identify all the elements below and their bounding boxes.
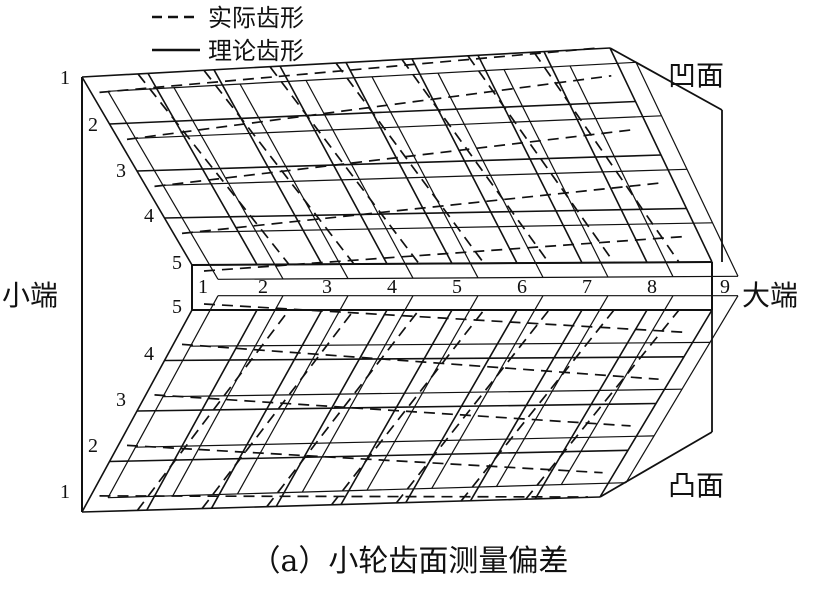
grid-column-line xyxy=(147,73,258,265)
convex-label: 凸面 xyxy=(668,469,724,502)
grid-column-line xyxy=(275,309,388,507)
grid-column-line xyxy=(477,54,583,264)
large-end-label: 大端 xyxy=(742,279,798,312)
grid-column-depth-line xyxy=(625,295,739,484)
concave-surface-grid xyxy=(81,47,739,280)
tip-edge-top xyxy=(191,261,713,266)
actual-profile-column xyxy=(330,309,485,506)
top-height-tick: 1 xyxy=(60,67,70,89)
grid-column-line xyxy=(599,309,713,498)
actual-profile-row xyxy=(154,128,637,188)
grid-column-line xyxy=(213,69,323,265)
grid-column-depth-line xyxy=(569,65,674,277)
top-large-depth-edge xyxy=(609,47,723,111)
figure-caption: （a）小轮齿面测量偏差 xyxy=(250,544,569,579)
grid-column-depth-line xyxy=(366,295,479,491)
top-height-tick: 4 xyxy=(144,205,154,227)
length-tick: 3 xyxy=(322,276,332,298)
legend-theory-label: 理论齿形 xyxy=(208,37,304,65)
grid-column-line xyxy=(340,309,453,505)
length-tick: 5 xyxy=(452,276,462,298)
actual-profile-column xyxy=(136,309,290,512)
bottom-height-tick: 1 xyxy=(60,481,70,503)
grid-column-line xyxy=(81,309,193,513)
length-tick: 8 xyxy=(647,276,657,298)
grid-column-depth-line xyxy=(305,80,414,279)
actual-profile-column xyxy=(137,73,290,266)
bottom-large-depth-edge xyxy=(599,431,713,498)
actual-profile-column xyxy=(269,66,420,265)
grid-column-line xyxy=(405,309,518,504)
actual-profile-column xyxy=(266,309,420,508)
convex-surface-grid xyxy=(81,295,739,513)
actual-profile-row xyxy=(99,47,599,94)
actual-profile-row xyxy=(181,343,659,381)
legend: 实际齿形 理论齿形 xyxy=(152,4,304,65)
grid-column-depth-line xyxy=(239,83,349,279)
length-tick: 6 xyxy=(517,276,527,298)
grid-column-line xyxy=(146,309,258,511)
actual-profile-column xyxy=(335,62,485,264)
grid-column-depth-line xyxy=(437,72,544,278)
grid-column-depth-line xyxy=(560,295,674,485)
legend-actual-label: 实际齿形 xyxy=(208,4,304,32)
bottom-height-tick: 2 xyxy=(88,435,98,457)
actual-profile-column xyxy=(533,52,680,263)
small-end-label: 小端 xyxy=(2,279,58,312)
top-height-tick-labels: 1 2 3 4 5 xyxy=(60,67,182,274)
grid-column-line xyxy=(210,309,323,509)
concave-label: 凹面 xyxy=(668,59,724,92)
grid-column-line xyxy=(543,51,648,263)
grid-column-depth-line xyxy=(173,87,284,280)
grid-column-line xyxy=(534,309,648,500)
tooth-outline xyxy=(81,47,723,512)
grid-column-depth-line xyxy=(172,295,284,497)
grid-column-depth-line xyxy=(635,62,739,277)
actual-profile-column xyxy=(467,55,615,264)
grid-column-line xyxy=(609,47,713,263)
bottom-height-tick: 5 xyxy=(172,296,182,318)
grid-column-depth-line xyxy=(371,76,479,279)
actual-profile-column xyxy=(525,309,680,500)
bottom-height-tick: 3 xyxy=(116,389,126,411)
actual-profile-column xyxy=(401,59,550,264)
grid-column-depth-line xyxy=(107,295,219,498)
length-tick-labels: 1 2 3 4 5 6 7 8 9 xyxy=(198,276,730,298)
actual-profile-column xyxy=(201,309,355,510)
actual-profile-row xyxy=(203,235,688,272)
actual-profile-row xyxy=(154,394,631,427)
grid-column-line xyxy=(411,58,518,264)
grid-column-line xyxy=(469,309,583,502)
grid-column-line xyxy=(345,62,453,264)
top-height-tick: 2 xyxy=(88,114,98,136)
grid-column-depth-line xyxy=(301,295,414,493)
length-tick: 1 xyxy=(198,276,208,298)
actual-profile-column xyxy=(395,309,550,504)
length-tick: 9 xyxy=(720,276,730,298)
length-tick: 7 xyxy=(582,276,592,298)
actual-profile-row xyxy=(99,495,589,498)
length-tick: 2 xyxy=(258,276,268,298)
top-height-tick: 3 xyxy=(116,160,126,182)
top-height-tick: 5 xyxy=(172,252,182,274)
actual-profile-row xyxy=(181,181,663,235)
grid-column-line xyxy=(81,76,193,266)
grid-column-depth-line xyxy=(431,295,544,489)
bottom-height-tick-labels: 5 4 3 2 1 xyxy=(60,296,182,503)
actual-profile-row xyxy=(126,444,603,474)
actual-profile-column xyxy=(460,309,615,502)
bottom-height-tick: 4 xyxy=(144,343,154,365)
actual-profile-column xyxy=(203,70,355,265)
length-tick: 4 xyxy=(387,276,397,298)
actual-profile-row xyxy=(203,303,687,334)
grid-column-depth-line xyxy=(236,295,349,495)
